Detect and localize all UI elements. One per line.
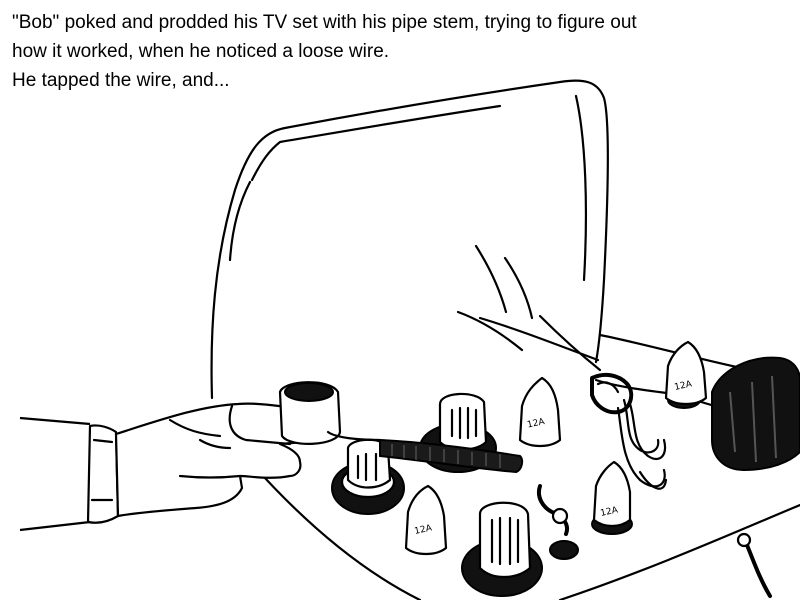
tube-12a-2: 12A: [404, 484, 448, 556]
pipe: [278, 381, 524, 474]
large-tube-front: [478, 501, 532, 579]
caption-line-2: how it worked, when he noticed a loose w…: [12, 41, 390, 62]
tube-12a-3: 12A: [592, 460, 632, 528]
caption-line-3: He tapped the wire, and...: [12, 70, 230, 91]
picture-tube: [210, 79, 609, 400]
tube-label-3: 12A: [600, 505, 620, 519]
loose-wire: [537, 484, 772, 598]
caption: "Bob" poked and prodded his TV set with …: [12, 8, 792, 95]
tube-label-1: 12A: [526, 417, 546, 431]
tube-neck-wires: [590, 372, 668, 490]
transformer: [711, 356, 800, 472]
caption-line-1: "Bob" poked and prodded his TV set with …: [12, 12, 637, 33]
tube-label-2: 12A: [414, 523, 434, 537]
tube-12a-1: 12A: [518, 376, 562, 448]
tube-label-4: 12A: [674, 379, 694, 393]
tube-12a-4: 12A: [664, 340, 708, 406]
large-tube-center: [438, 392, 488, 451]
